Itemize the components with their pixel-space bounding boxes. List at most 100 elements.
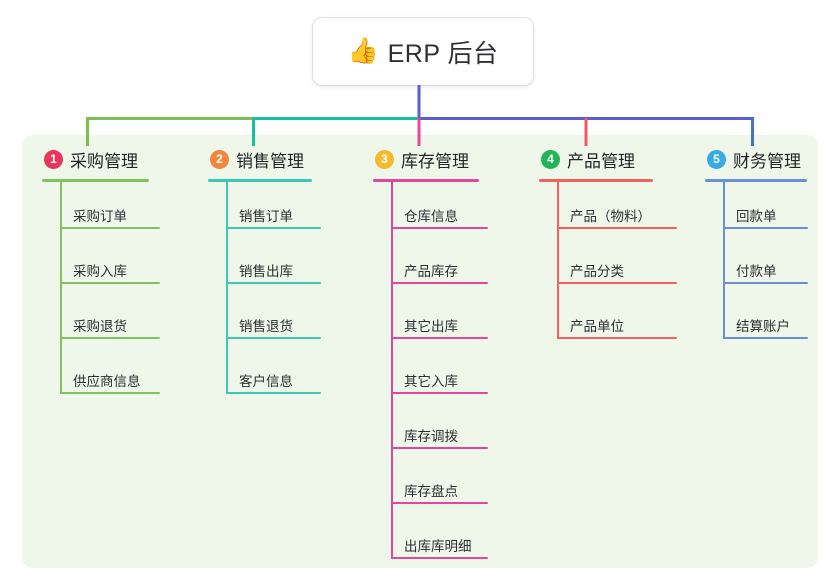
branch-item-label: 结算账户 bbox=[736, 319, 790, 334]
branch-title: 财务管理 bbox=[733, 151, 801, 171]
branch-item[interactable]: 其它出库 bbox=[371, 292, 488, 347]
branch-item-label: 产品单位 bbox=[570, 319, 624, 334]
branch-item-label: 仓库信息 bbox=[404, 209, 458, 224]
branch-item[interactable]: 销售订单 bbox=[206, 182, 321, 237]
branch-item-label: 付款单 bbox=[736, 264, 777, 279]
branch-number-badge: 4 bbox=[541, 149, 560, 169]
branch-item-rule bbox=[226, 282, 321, 284]
branch-column-5[interactable]: 5 财务管理回款单付款单结算账户 bbox=[703, 146, 808, 347]
branch-item[interactable]: 库存调拨 bbox=[371, 402, 488, 457]
branch-item[interactable]: 出库库明细 bbox=[371, 512, 488, 567]
branch-item-label: 销售出库 bbox=[239, 264, 293, 279]
branch-item-label: 回款单 bbox=[736, 209, 777, 224]
branch-item-label: 销售退货 bbox=[239, 319, 293, 334]
branch-item[interactable]: 采购入库 bbox=[40, 237, 160, 292]
thumbs-up-icon: 👍 bbox=[347, 37, 379, 65]
branch-item[interactable]: 销售出库 bbox=[206, 237, 321, 292]
branch-item[interactable]: 供应商信息 bbox=[40, 347, 160, 402]
branch-item[interactable]: 产品库存 bbox=[371, 237, 488, 292]
branch-item-label: 其它出库 bbox=[404, 319, 458, 334]
branch-number-badge: 2 bbox=[210, 149, 229, 169]
branch-spine bbox=[226, 182, 228, 394]
root-node-content: 👍 ERP 后台 bbox=[347, 34, 498, 70]
branch-item-rule bbox=[226, 337, 321, 339]
branch-item[interactable]: 产品单位 bbox=[537, 292, 677, 347]
branch-item-rule bbox=[391, 557, 488, 559]
branch-spine bbox=[557, 182, 559, 339]
branch-item-rule bbox=[60, 227, 160, 229]
branch-item-rule bbox=[391, 447, 488, 449]
branch-item-list: 采购订单采购入库采购退货供应商信息 bbox=[40, 182, 160, 402]
branch-item[interactable]: 采购订单 bbox=[40, 182, 160, 237]
branch-item-list: 仓库信息产品库存其它出库其它入库库存调拨库存盘点出库库明细 bbox=[371, 182, 488, 567]
branch-item-rule bbox=[723, 282, 808, 284]
branch-item-label: 销售订单 bbox=[239, 209, 293, 224]
branch-item-list: 产品（物料） 产品分类产品单位 bbox=[537, 182, 677, 347]
branch-item-rule bbox=[391, 282, 488, 284]
branch-item[interactable]: 客户信息 bbox=[206, 347, 321, 402]
branch-title: 产品管理 bbox=[567, 151, 635, 171]
branch-item-rule bbox=[60, 337, 160, 339]
branch-item[interactable]: 库存盘点 bbox=[371, 457, 488, 512]
branch-item[interactable]: 产品（物料） bbox=[537, 182, 677, 237]
branch-item-rule bbox=[557, 227, 677, 229]
branch-title: 采购管理 bbox=[70, 151, 138, 171]
branch-item-label: 出库库明细 bbox=[404, 539, 472, 554]
branch-item-rule bbox=[391, 337, 488, 339]
branch-item-rule bbox=[391, 227, 488, 229]
branch-item-label: 供应商信息 bbox=[73, 374, 141, 389]
branch-header-5[interactable]: 5 财务管理 bbox=[703, 146, 807, 172]
branch-header-rule bbox=[539, 179, 653, 182]
branch-number-badge: 3 bbox=[375, 149, 394, 169]
branch-item-rule bbox=[226, 227, 321, 229]
branch-header-1[interactable]: 1 采购管理 bbox=[40, 146, 149, 172]
branch-title: 销售管理 bbox=[236, 151, 304, 171]
branch-item[interactable]: 回款单 bbox=[703, 182, 808, 237]
branch-item-rule bbox=[557, 337, 677, 339]
branch-item-label: 库存调拨 bbox=[404, 429, 458, 444]
branch-spine bbox=[60, 182, 62, 394]
branch-header-4[interactable]: 4 产品管理 bbox=[537, 146, 653, 172]
branch-item-label: 产品库存 bbox=[404, 264, 458, 279]
branch-item-rule bbox=[226, 392, 321, 394]
branch-item-rule bbox=[60, 392, 160, 394]
branch-item-list: 销售订单销售出库销售退货客户信息 bbox=[206, 182, 321, 402]
branch-item-label: 其它入库 bbox=[404, 374, 458, 389]
branch-item-rule bbox=[723, 227, 808, 229]
branch-header-2[interactable]: 2 销售管理 bbox=[206, 146, 312, 172]
branch-item-rule bbox=[391, 392, 488, 394]
branch-header-3[interactable]: 3 库存管理 bbox=[371, 146, 479, 172]
branch-item[interactable]: 销售退货 bbox=[206, 292, 321, 347]
branch-spine bbox=[391, 182, 393, 559]
branch-item-label: 采购订单 bbox=[73, 209, 127, 224]
branch-column-3[interactable]: 3 库存管理仓库信息产品库存其它出库其它入库库存调拨库存盘点出库库明细 bbox=[371, 146, 488, 567]
branch-item-label: 客户信息 bbox=[239, 374, 293, 389]
branch-item-rule bbox=[391, 502, 488, 504]
branch-item[interactable]: 采购退货 bbox=[40, 292, 160, 347]
branch-header-rule bbox=[705, 179, 807, 182]
branch-number-badge: 5 bbox=[707, 149, 726, 169]
branch-item-rule bbox=[557, 282, 677, 284]
root-node-card[interactable]: 👍 ERP 后台 bbox=[313, 18, 533, 85]
branch-item-list: 回款单付款单结算账户 bbox=[703, 182, 808, 347]
branch-title: 库存管理 bbox=[401, 151, 469, 171]
branch-item[interactable]: 其它入库 bbox=[371, 347, 488, 402]
branch-spine bbox=[723, 182, 725, 339]
branch-item[interactable]: 产品分类 bbox=[537, 237, 677, 292]
branch-item-label: 产品分类 bbox=[570, 264, 624, 279]
branches-panel bbox=[22, 135, 818, 568]
branch-column-2[interactable]: 2 销售管理销售订单销售出库销售退货客户信息 bbox=[206, 146, 321, 402]
branch-number-badge: 1 bbox=[44, 149, 63, 169]
branch-item[interactable]: 付款单 bbox=[703, 237, 808, 292]
branch-item[interactable]: 结算账户 bbox=[703, 292, 808, 347]
branch-item-label: 库存盘点 bbox=[404, 484, 458, 499]
branch-column-4[interactable]: 4 产品管理产品（物料） 产品分类产品单位 bbox=[537, 146, 677, 347]
branch-item-label: 产品（物料） bbox=[570, 209, 651, 224]
branch-header-rule bbox=[373, 179, 479, 182]
branch-item-label: 采购退货 bbox=[73, 319, 127, 334]
branch-header-rule bbox=[208, 179, 312, 182]
root-node-label: ERP 后台 bbox=[387, 39, 499, 68]
branch-item[interactable]: 仓库信息 bbox=[371, 182, 488, 237]
branch-column-1[interactable]: 1 采购管理采购订单采购入库采购退货供应商信息 bbox=[40, 146, 160, 402]
